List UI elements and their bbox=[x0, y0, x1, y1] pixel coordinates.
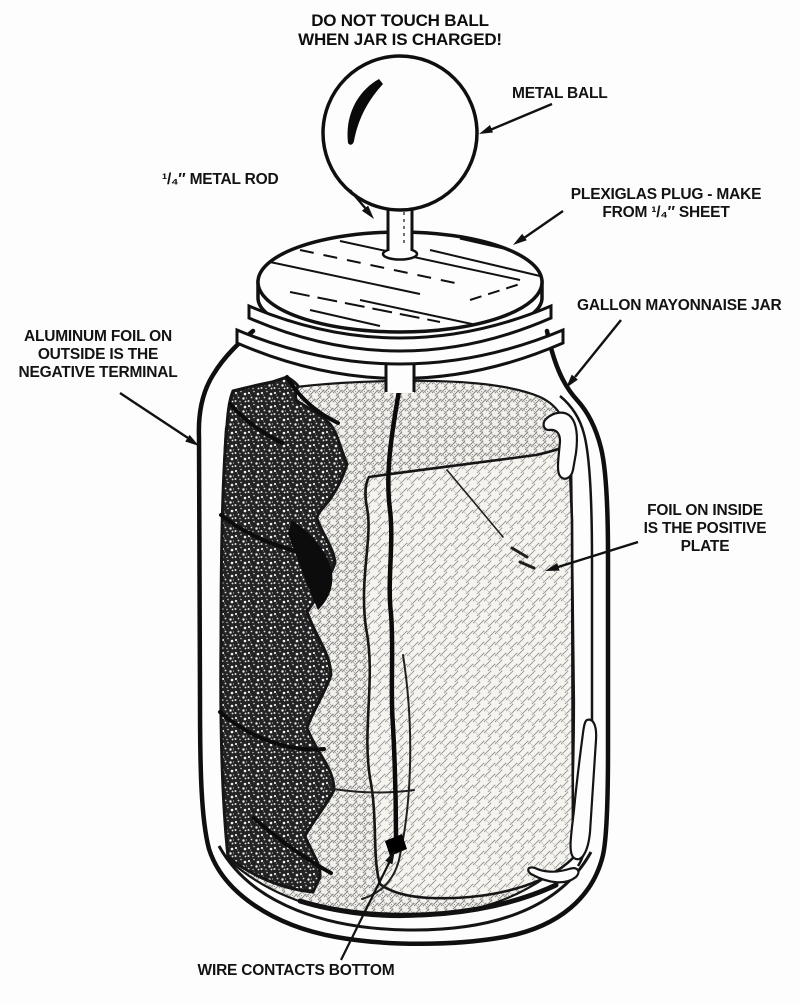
metal-rod-lower bbox=[384, 364, 416, 393]
jar-neck-rings bbox=[235, 303, 565, 380]
inside-foil-creases bbox=[326, 469, 536, 900]
plexiglas-plug-label: PLEXIGLAS PLUG - MAKE FROM ¹/₄″ SHEET bbox=[570, 186, 762, 222]
jar-interior bbox=[218, 375, 576, 919]
outside-foil-label: ALUMINUM FOIL ON OUTSIDE IS THE NEGATIVE… bbox=[18, 328, 178, 382]
outside-foil-creases bbox=[218, 375, 340, 875]
plexiglas-plug-arrow bbox=[513, 210, 564, 245]
inside-foil-shape bbox=[362, 443, 575, 900]
warning-title: DO NOT TOUCH BALL WHEN JAR IS CHARGED! bbox=[298, 11, 502, 50]
leader-arrows bbox=[119, 102, 639, 961]
outside-foil-arrow bbox=[119, 391, 199, 446]
gallon-jar-arrow bbox=[566, 319, 622, 388]
metal-ball-label: METAL BALL bbox=[512, 85, 608, 102]
neck-ring-upper bbox=[247, 303, 553, 353]
ball-highlight-crescent bbox=[347, 79, 383, 145]
metal-ball-shape bbox=[321, 54, 479, 212]
glass-highlight-hook bbox=[542, 411, 579, 480]
glass-highlight-blob bbox=[527, 866, 580, 884]
foil-bottom-edge bbox=[297, 882, 559, 918]
wire-arrow bbox=[340, 850, 395, 961]
metal-ball-arrow bbox=[479, 102, 553, 134]
gallon-jar-label: GALLON MAYONNAISE JAR bbox=[577, 297, 782, 314]
plexiglas-plug bbox=[256, 230, 544, 344]
glass-wall bbox=[217, 395, 598, 932]
inside-foil-arrow bbox=[545, 540, 639, 571]
metal-rod-arrow bbox=[349, 189, 374, 219]
wire-contacts-label: WIRE CONTACTS BOTTOM bbox=[197, 962, 395, 979]
outside-foil-shadow bbox=[288, 520, 333, 610]
glass-highlight-tube bbox=[569, 718, 598, 861]
wire-bottom-contact bbox=[385, 834, 407, 856]
inside-foil-label: FOIL ON INSIDE IS THE POSITIVE PLATE bbox=[643, 502, 767, 556]
metal-rod-label: ¹/₄″ METAL ROD bbox=[162, 171, 279, 188]
outside-foil-shape bbox=[219, 375, 349, 894]
jar-outline bbox=[196, 328, 611, 946]
neck-ring-lower bbox=[235, 327, 565, 380]
center-wire bbox=[386, 388, 402, 841]
glass-inner-line-bottom bbox=[217, 845, 593, 932]
